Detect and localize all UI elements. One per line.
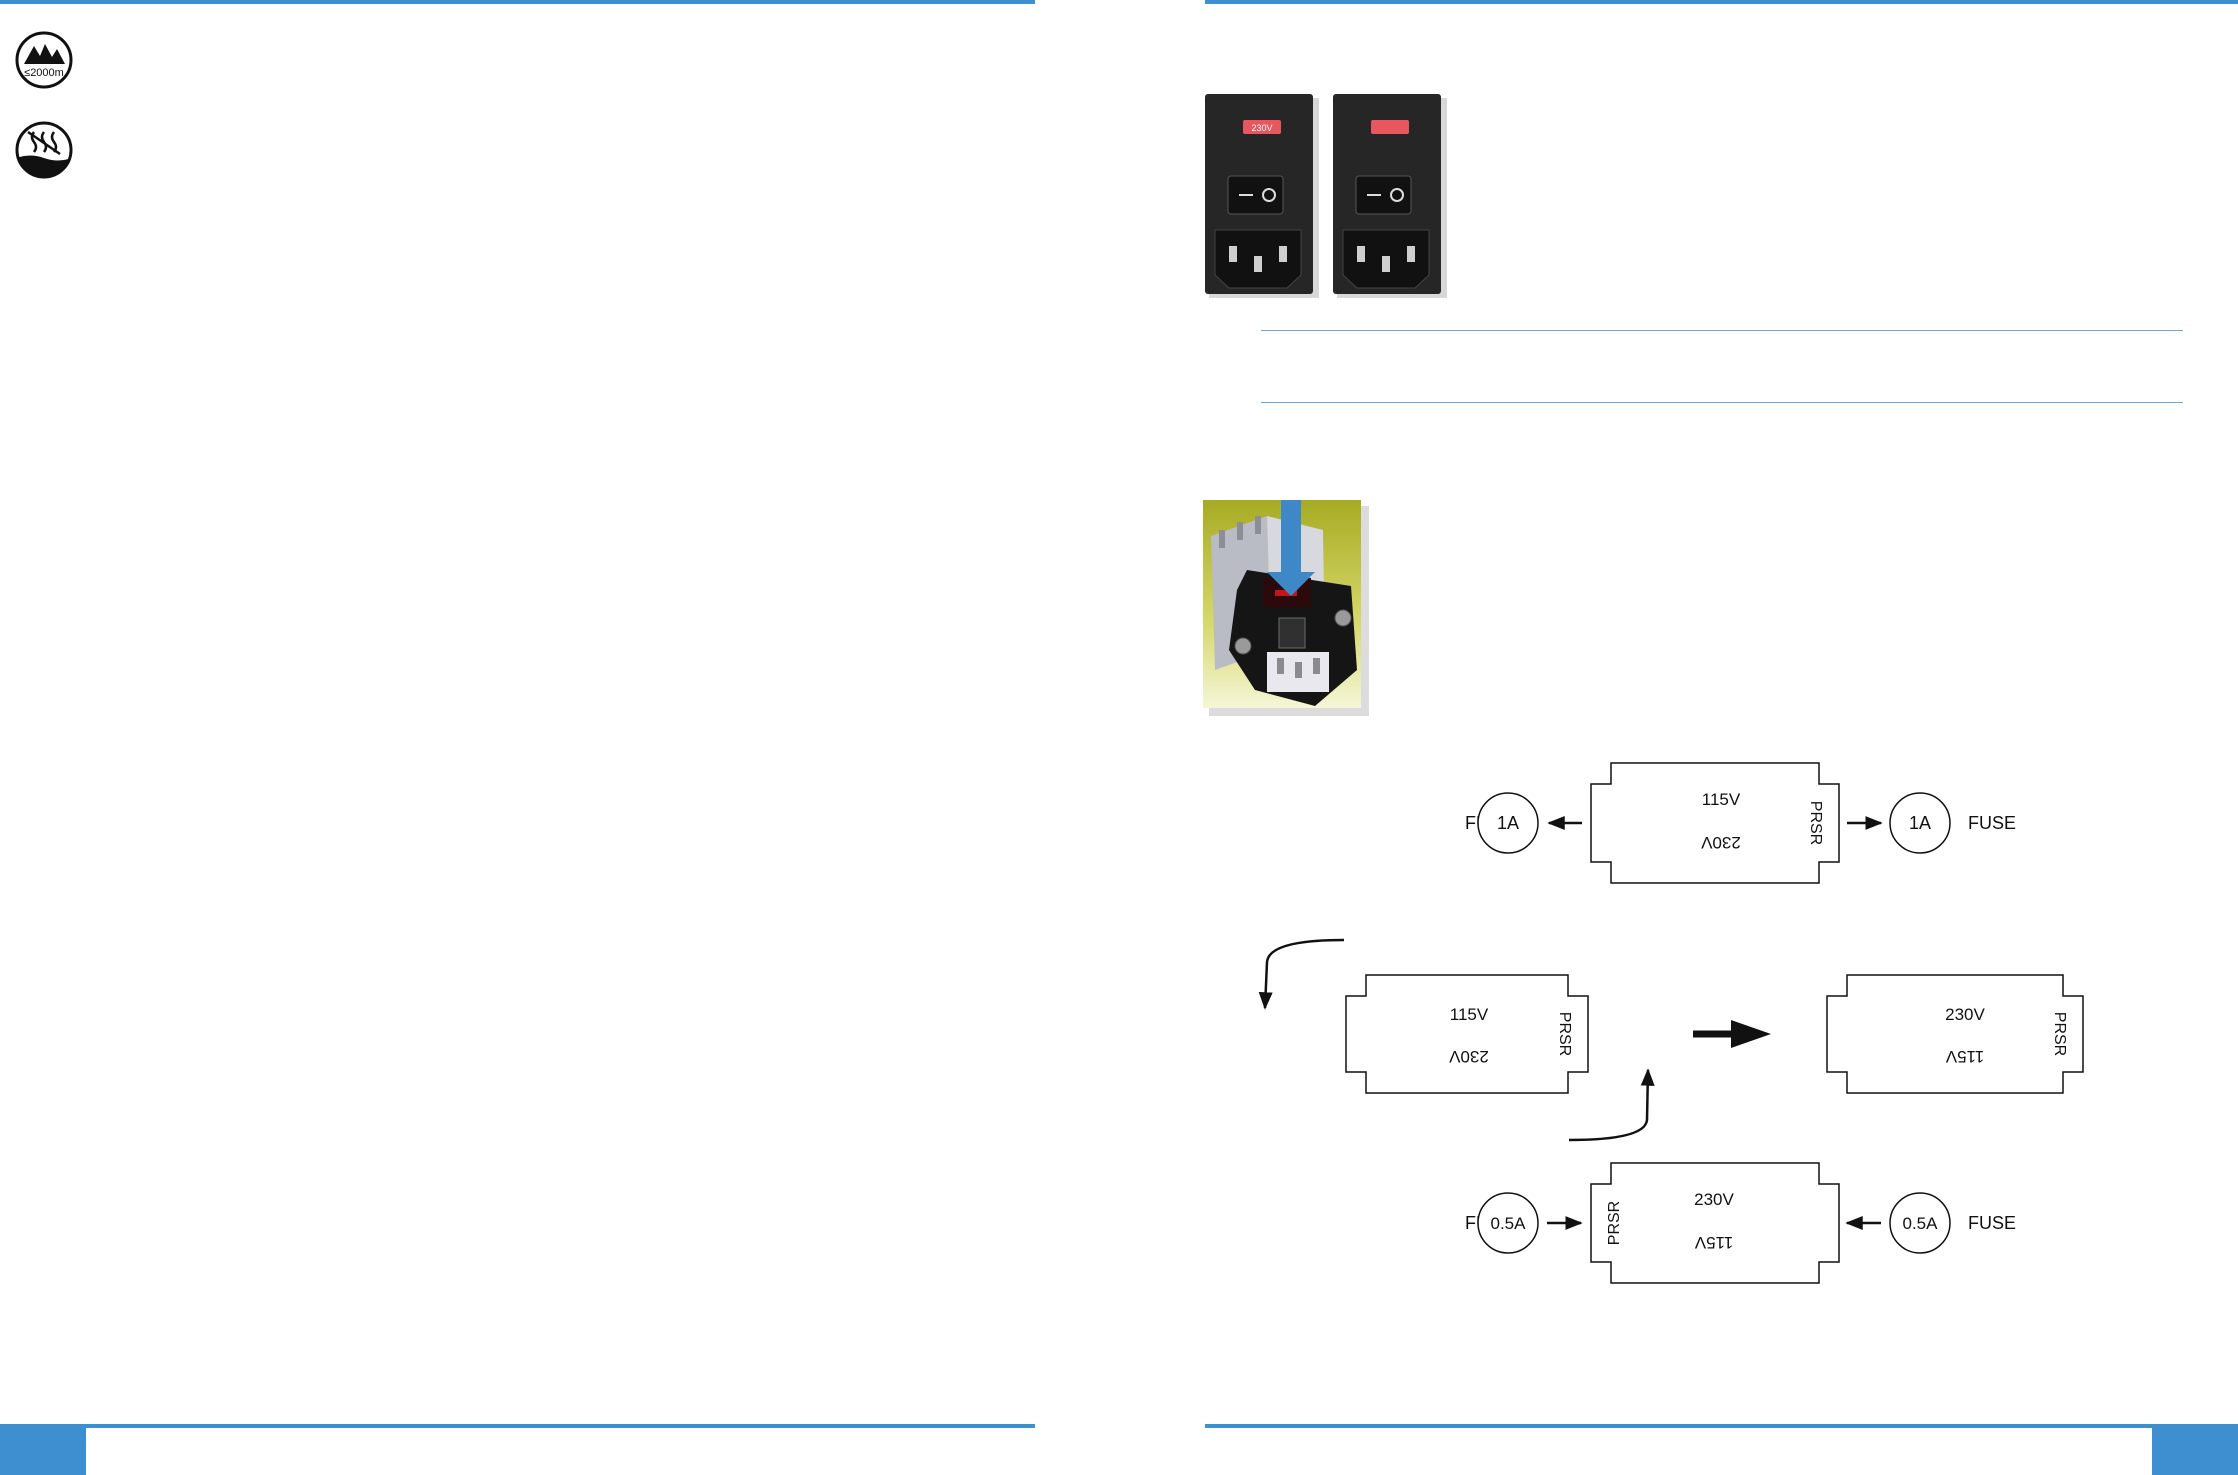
- fuse-carrier-middle-right: [1826, 974, 2084, 1094]
- fuse-carrier-bottom-lower: 115V: [1694, 1233, 1733, 1252]
- top-right-fuse: [1889, 792, 1951, 854]
- fuse-carrier-bottom-side: PRSR: [1606, 1201, 1623, 1245]
- bottom-right-fuse: [1889, 1192, 1951, 1254]
- fuse-carrier-middle-left-upper: 115V: [1450, 1005, 1489, 1024]
- top-rule-right: [1205, 0, 2238, 4]
- altitude-icon: ≤2000m: [15, 31, 73, 89]
- bottom-right-fuse-label: FUSE: [1968, 1213, 2016, 1233]
- top-right-fuse-value: 1A: [1909, 813, 1931, 833]
- note-rule-top: [1261, 330, 2183, 331]
- fuse-carrier-top: [1590, 762, 1840, 884]
- right-page: 230V: [1119, 0, 2238, 1475]
- bottom-rule-left: [0, 1424, 1035, 1428]
- top-rule-left: [0, 0, 1035, 4]
- fuse-carrier-middle-left-side: PRSR: [1556, 1012, 1573, 1056]
- fuse-carrier-bottom-upper: 230V: [1694, 1190, 1734, 1209]
- bottom-left-fuse-value: 0.5A: [1491, 1214, 1527, 1233]
- voltage-indicator-left-text: 230V: [1251, 123, 1272, 133]
- fuse-carrier-top-side: PRSR: [1807, 801, 1824, 845]
- fuse-drawer-illustration: [1203, 500, 1369, 716]
- rotate-arrow-top: [1258, 938, 1345, 1010]
- rotate-arrow-bottom: [1568, 1068, 1655, 1142]
- power-module-left: 230V: [1205, 94, 1319, 298]
- voltage-indicator-right: [1371, 120, 1409, 134]
- power-module-photos: 230V: [1205, 94, 1447, 298]
- fuse-carrier-middle-right-lower: 115V: [1945, 1047, 1984, 1066]
- fuse-carrier-middle-left: [1345, 974, 1589, 1094]
- note-rule-bottom: [1261, 402, 2183, 403]
- page-number-block-right: [2152, 1428, 2238, 1475]
- voltage-indicator-left: [1243, 120, 1281, 134]
- bottom-right-fuse-value: 0.5A: [1903, 1214, 1939, 1233]
- humidity-icon: [15, 121, 73, 179]
- power-module-right: [1333, 94, 1447, 298]
- fuse-carrier-bottom: [1590, 1162, 1840, 1284]
- fuse-carrier-middle-left-lower: 230V: [1448, 1047, 1488, 1066]
- result-arrow: [1731, 1020, 1771, 1048]
- top-right-fuse-label: FUSE: [1968, 813, 2016, 833]
- top-left-fuse-value: 1A: [1497, 813, 1519, 833]
- fuse-holder-diagram: FUSE 1A 115V 230V PRSR 1A FUSE 115V 230V…: [1258, 762, 2084, 1284]
- fuse-carrier-top-lower: 230V: [1700, 833, 1740, 852]
- top-left-fuse: [1477, 792, 1539, 854]
- fuse-carrier-middle-right-side: PRSR: [2051, 1012, 2068, 1056]
- page-number-block-left: [0, 1428, 86, 1475]
- fuse-carrier-middle-right-upper: 230V: [1945, 1005, 1985, 1024]
- altitude-icon-text: ≤2000m: [24, 67, 64, 79]
- fuse-carrier-top-upper: 115V: [1702, 790, 1741, 809]
- rocker-switch-right: [1355, 175, 1412, 215]
- bottom-rule-right: [1205, 1424, 2238, 1428]
- bottom-left-fuse: [1477, 1192, 1539, 1254]
- left-page: ≤2000m: [0, 0, 1035, 1475]
- rocker-switch-left: [1227, 175, 1284, 215]
